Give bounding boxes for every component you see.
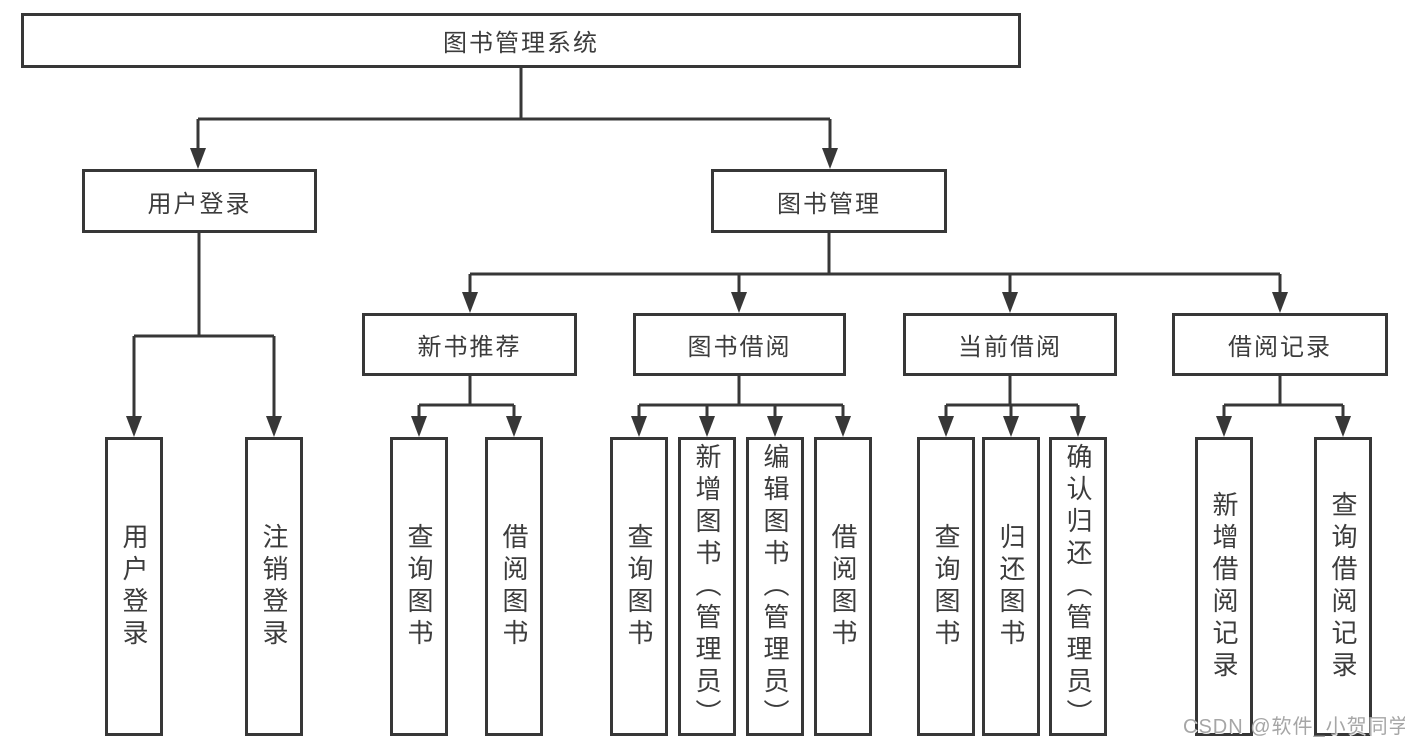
leaf-current-return-books: 归还图书 (982, 437, 1040, 736)
arrowhead (190, 148, 206, 169)
leaf-borrowing-edit-books-admin: 编辑图书（管理员） (746, 437, 804, 736)
leaf-records-query-record: 查询借阅记录 (1314, 437, 1372, 736)
connector-borrowing-records-children (1216, 376, 1351, 437)
arrowhead (1216, 416, 1232, 437)
node-book-management: 图书管理 (711, 169, 947, 233)
connector-book-borrowing-children (631, 376, 851, 437)
arrowhead (1335, 416, 1351, 437)
connector-new-book-children (411, 376, 522, 437)
leaf-logout: 注销登录 (245, 437, 303, 736)
node-current-borrowing: 当前借阅 (903, 313, 1117, 376)
arrowhead (631, 416, 647, 437)
arrowhead (822, 148, 838, 169)
watermark: CSDN @软件_小贺同学 (1183, 716, 1405, 738)
node-new-book-recommend: 新书推荐 (362, 313, 577, 376)
leaf-borrowing-add-books-admin: 新增图书（管理员） (678, 437, 736, 736)
leaf-records-add-record: 新增借阅记录 (1195, 437, 1253, 736)
arrowhead (1272, 292, 1288, 313)
arrowhead (506, 416, 522, 437)
connector-user-login-children (126, 233, 282, 437)
arrowhead (767, 416, 783, 437)
leaf-current-query-books: 查询图书 (917, 437, 975, 736)
connector-current-borrowing-children (938, 376, 1086, 437)
node-borrowing-records: 借阅记录 (1172, 313, 1388, 376)
arrowhead (126, 416, 142, 437)
arrowhead (1002, 292, 1018, 313)
leaf-borrowing-borrow-books: 借阅图书 (814, 437, 872, 736)
node-root: 图书管理系统 (21, 13, 1021, 68)
arrowhead (411, 416, 427, 437)
arrowhead (266, 416, 282, 437)
connector-root-to-level2 (190, 68, 838, 169)
leaf-borrowing-query-books: 查询图书 (610, 437, 668, 736)
leaf-newbooks-borrow-books: 借阅图书 (485, 437, 543, 736)
arrowhead (462, 292, 478, 313)
leaf-newbooks-query-books: 查询图书 (390, 437, 448, 736)
node-book-borrowing: 图书借阅 (633, 313, 846, 376)
leaf-user-login: 用户登录 (105, 437, 163, 736)
arrowhead (699, 416, 715, 437)
arrowhead (835, 416, 851, 437)
arrowhead (1070, 416, 1086, 437)
arrowhead (731, 292, 747, 313)
node-user-login: 用户登录 (82, 169, 317, 233)
leaf-current-confirm-return-admin: 确认归还（管理员） (1049, 437, 1107, 736)
arrowhead (938, 416, 954, 437)
arrowhead (1003, 416, 1019, 437)
connector-book-management-children (462, 233, 1288, 313)
